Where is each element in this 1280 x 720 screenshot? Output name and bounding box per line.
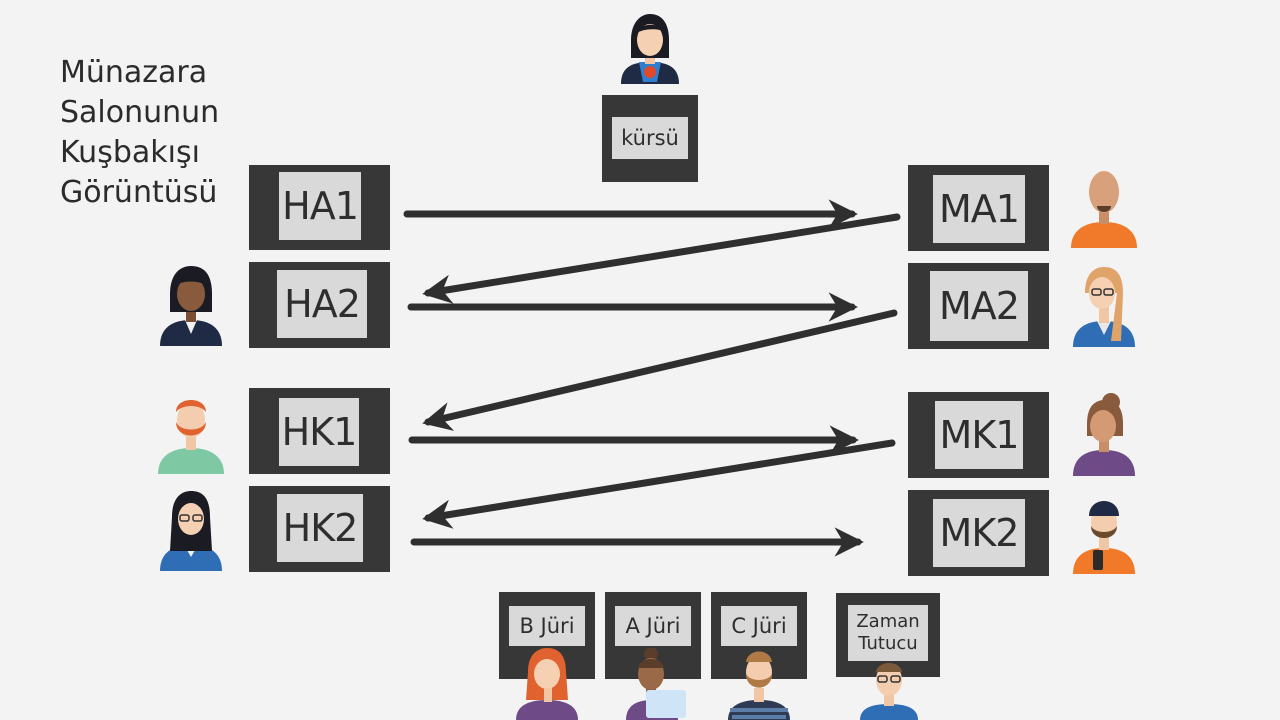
seat-ma2: MA2 — [908, 263, 1049, 349]
arrow-icon — [422, 439, 896, 529]
ma1-speaker-avatar-icon — [1071, 171, 1137, 248]
title-line-3: Kuşbakışı — [60, 135, 200, 170]
arrow-icon — [422, 213, 901, 304]
ha2-speaker-avatar-icon — [160, 266, 222, 346]
podium-box: kürsü — [602, 95, 698, 182]
seat-mk2: MK2 — [908, 490, 1049, 576]
timekeeper-avatar-icon — [860, 663, 918, 720]
title-line-2: Salonunun — [60, 95, 220, 130]
timekeeper-label-line-1: Zaman — [856, 611, 920, 632]
seat-hk1: HK1 — [249, 388, 390, 474]
jury-a-label: A Jüri — [615, 606, 691, 646]
seat-hk1-label: HK1 — [279, 398, 359, 466]
timekeeper-box: Zaman Tutucu — [836, 593, 940, 677]
arrow-icon — [422, 309, 898, 431]
timekeeper-label-line-2: Tutucu — [858, 633, 918, 654]
ma2-speaker-avatar-icon — [1073, 267, 1135, 347]
jury-c-label: C Jüri — [721, 606, 797, 646]
seat-ha2-label: HA2 — [277, 270, 367, 338]
seat-ha1: HA1 — [249, 165, 390, 250]
timekeeper-label: Zaman Tutucu — [848, 605, 928, 661]
jury-a-avatar-icon — [626, 648, 686, 720]
mk1-speaker-avatar-icon — [1073, 393, 1135, 476]
seat-mk2-label: MK2 — [933, 499, 1025, 567]
mk2-speaker-avatar-icon — [1073, 501, 1135, 574]
seat-hk2-label: HK2 — [277, 494, 363, 562]
jury-a-box: A Jüri — [605, 592, 701, 679]
title-line-1: Münazara — [60, 55, 208, 90]
jury-c-avatar-icon — [728, 651, 790, 720]
seat-ma2-label: MA2 — [930, 271, 1028, 341]
seat-ha1-label: HA1 — [279, 172, 361, 240]
seat-hk2: HK2 — [249, 486, 390, 572]
jury-b-label: B Jüri — [509, 606, 585, 646]
seat-ha2: HA2 — [249, 262, 390, 348]
diagram-title: Münazara Salonunun Kuşbakışı Görüntüsü — [60, 53, 219, 213]
jury-b-avatar-icon — [516, 648, 578, 720]
podium-speaker-avatar-icon — [621, 14, 679, 84]
seat-ma1-label: MA1 — [933, 175, 1025, 243]
seat-ma1: MA1 — [908, 165, 1049, 251]
seat-mk1-label: MK1 — [935, 401, 1023, 469]
hk2-speaker-avatar-icon — [160, 491, 222, 571]
title-line-4: Görüntüsü — [60, 175, 218, 210]
jury-c-box: C Jüri — [711, 592, 807, 679]
hk1-speaker-avatar-icon — [158, 400, 224, 474]
podium-label: kürsü — [612, 117, 688, 159]
seat-mk1: MK1 — [908, 392, 1049, 478]
